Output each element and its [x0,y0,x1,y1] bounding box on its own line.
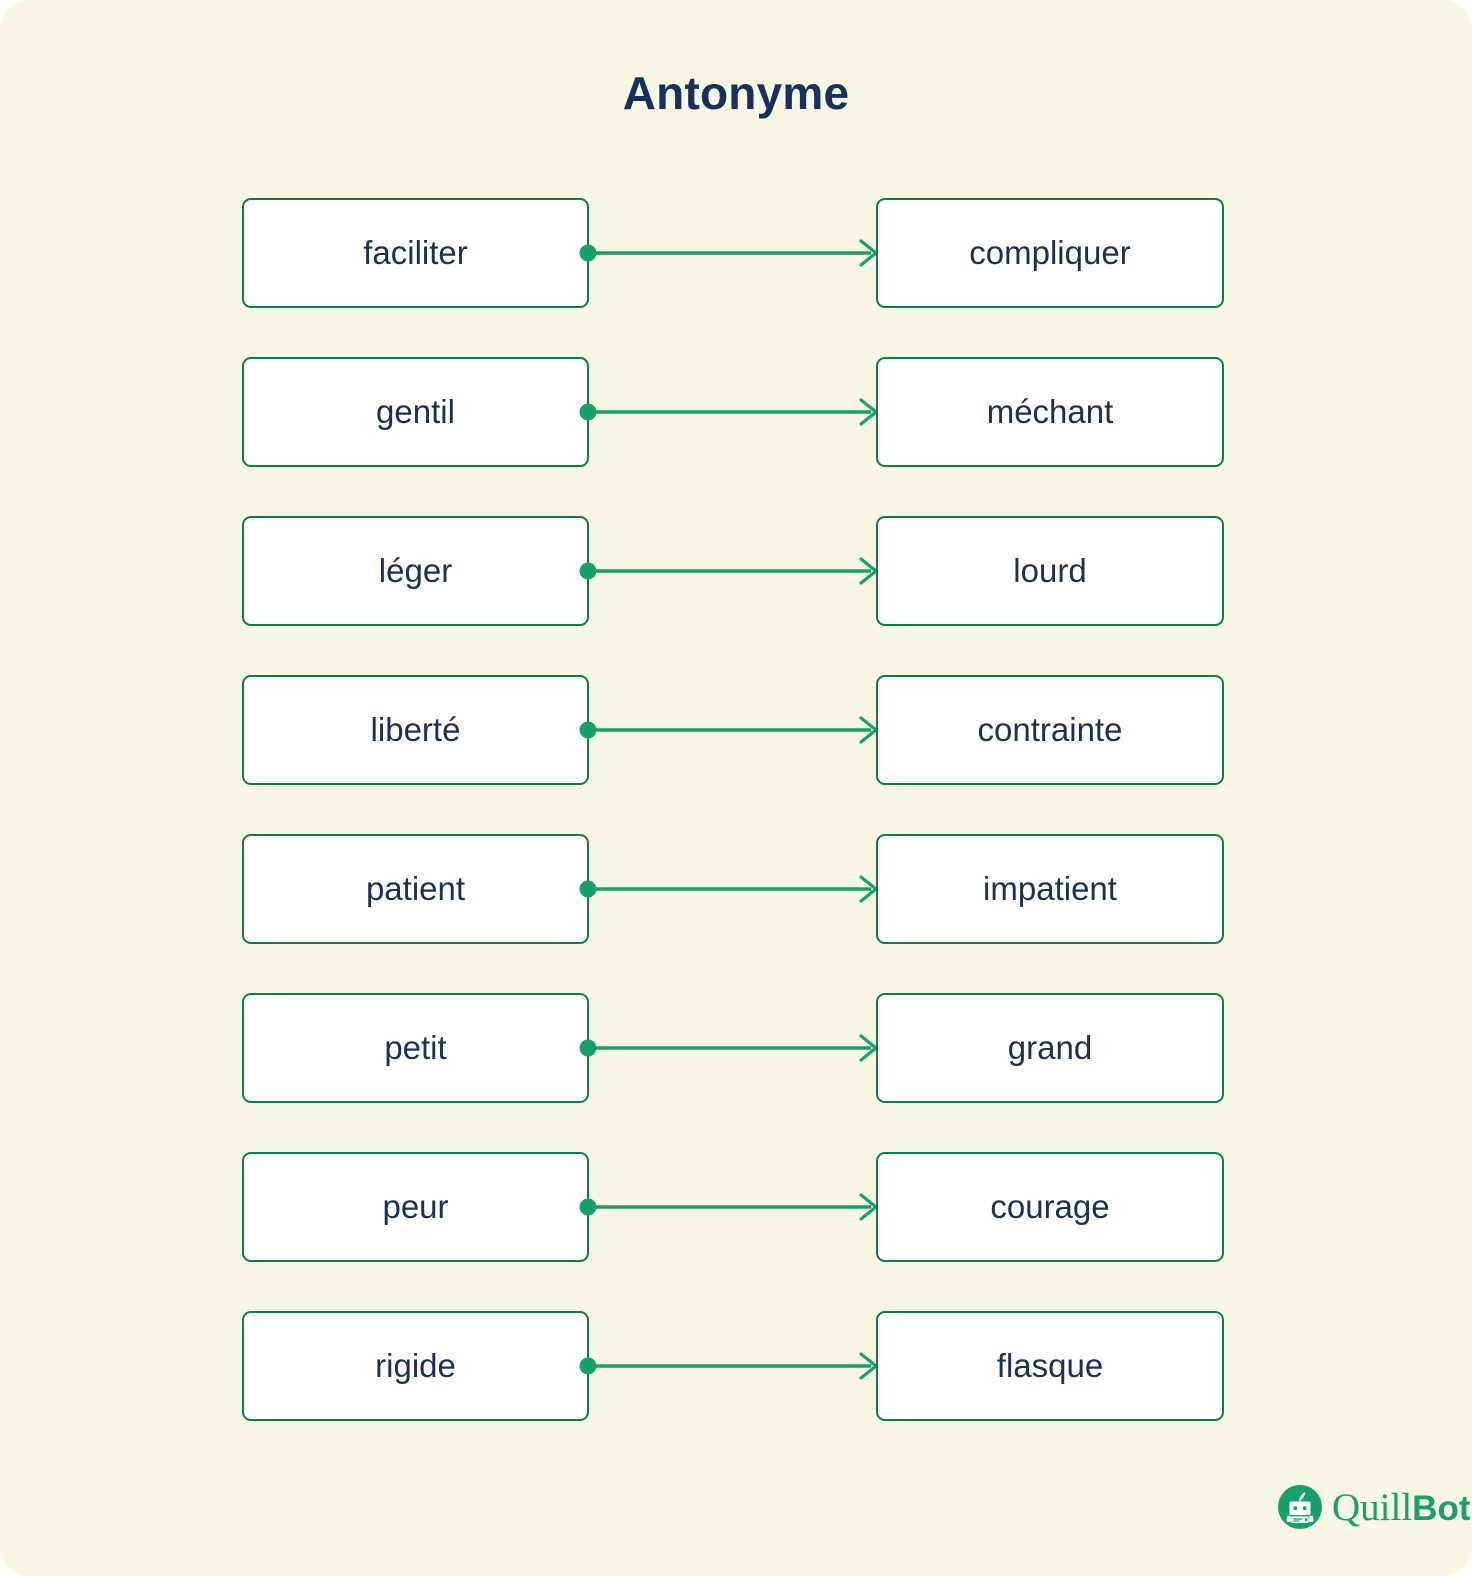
right-word-label: grand [1007,1029,1093,1066]
left-word-box-5[interactable]: petit [242,993,589,1103]
right-word-box-2[interactable]: lourd [876,516,1224,626]
left-word-box-0[interactable]: faciliter [242,198,589,308]
antonym-pair-row: léger lourd [0,516,1472,626]
antonym-pair-row: rigide flasque [0,1311,1472,1421]
page-title: Antonyme [622,67,850,119]
antonym-pair-row: patient impatient [0,834,1472,944]
right-word-box-1[interactable]: méchant [876,357,1224,467]
right-word-box-4[interactable]: impatient [876,834,1224,944]
pair-connector-arrow [579,398,879,426]
pair-connector-arrow [579,1352,879,1380]
pair-connector-arrow [579,239,879,267]
antonym-pair-row: peur courage [0,1152,1472,1262]
left-word-label: liberté [370,711,461,748]
right-word-label: courage [990,1188,1110,1225]
antonym-pair-row: faciliter compliquer [0,198,1472,308]
right-word-box-6[interactable]: courage [876,1152,1224,1262]
quillbot-robot-icon [1277,1484,1323,1530]
left-word-label: faciliter [363,234,468,271]
left-word-label: petit [384,1029,447,1066]
left-word-label: gentil [376,393,455,430]
pair-connector-arrow [579,716,879,744]
right-word-label: impatient [983,870,1117,907]
antonym-pair-row: gentil méchant [0,357,1472,467]
left-word-label: rigide [375,1347,456,1384]
right-word-label: contrainte [977,711,1123,748]
left-word-label: léger [378,552,453,589]
right-word-box-3[interactable]: contrainte [876,675,1224,785]
pair-connector-arrow [579,1193,879,1221]
pair-connector-arrow [579,1034,879,1062]
right-word-box-7[interactable]: flasque [876,1311,1224,1421]
left-word-label: peur [382,1188,449,1225]
right-word-label: méchant [986,393,1114,430]
antonym-pair-row: liberté contrainte [0,675,1472,785]
left-word-label: patient [365,870,466,907]
right-word-box-0[interactable]: compliquer [876,198,1224,308]
left-word-box-2[interactable]: léger [242,516,589,626]
pair-connector-arrow [579,557,879,585]
right-word-label: flasque [996,1347,1104,1384]
logo-text-quill: Quill [1332,1485,1413,1529]
antonym-pair-row: petit grand [0,993,1472,1103]
pair-connector-arrow [579,875,879,903]
left-word-box-6[interactable]: peur [242,1152,589,1262]
left-word-box-7[interactable]: rigide [242,1311,589,1421]
logo-text-bot: Bot [1412,1488,1471,1528]
left-word-box-1[interactable]: gentil [242,357,589,467]
antonym-pair-list: faciliter compliquer gentil méchant lége… [0,198,1472,1470]
quillbot-logo: QuillBot [1277,1484,1470,1530]
right-word-label: lourd [1013,552,1087,589]
quillbot-wordmark: QuillBot [1332,1488,1470,1527]
left-word-box-4[interactable]: patient [242,834,589,944]
right-word-box-5[interactable]: grand [876,993,1224,1103]
left-word-box-3[interactable]: liberté [242,675,589,785]
right-word-label: compliquer [969,234,1131,271]
